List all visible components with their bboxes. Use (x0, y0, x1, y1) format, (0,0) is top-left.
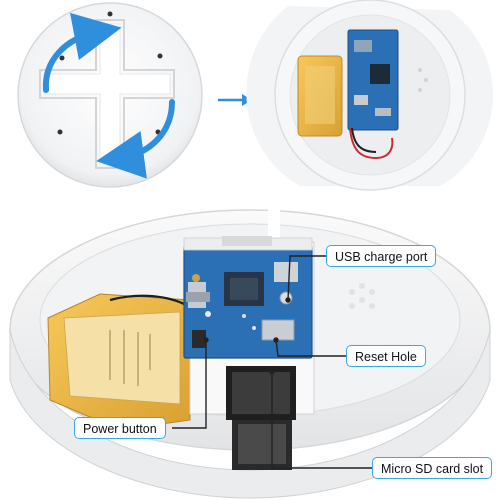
micro-sd-card-slot-label: Micro SD card slot (372, 457, 493, 479)
circuit-board (183, 236, 313, 359)
opened-base-view (246, 0, 494, 191)
reset-hole-label: Reset Hole (346, 345, 426, 367)
power-button-label: Power button (74, 417, 166, 439)
cover-rotation-view (17, 2, 203, 188)
battery (47, 293, 191, 431)
rotate-clockwise-arrows-icon (42, 12, 175, 179)
callout-lines (172, 255, 372, 469)
open-base-closeup (9, 205, 491, 499)
usb-charge-port-label: USB charge port (326, 245, 437, 267)
